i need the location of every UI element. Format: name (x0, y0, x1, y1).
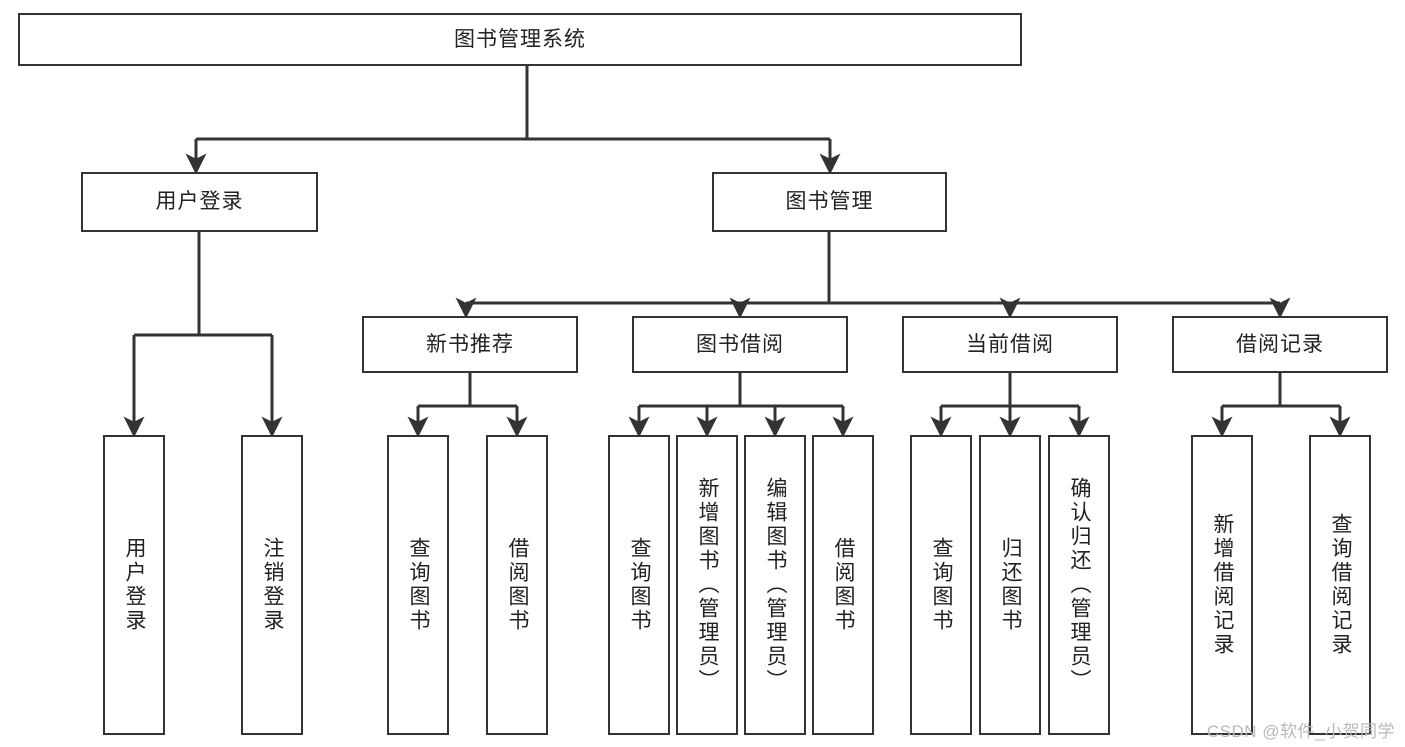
node-label: 图书管理系统 (454, 27, 586, 51)
node-label: 图书管理 (785, 190, 874, 214)
node-label: 用户登录 (123, 537, 147, 633)
node-book-management[interactable]: 图书管理 (712, 172, 947, 232)
leaf-user-login[interactable]: 用户登录 (103, 435, 165, 735)
leaf-logout[interactable]: 注销登录 (241, 435, 303, 735)
node-label: 查询图书 (628, 537, 652, 633)
node-label: 新增借阅记录 (1211, 513, 1235, 657)
leaf-newbook-query-book[interactable]: 查询图书 (387, 435, 449, 735)
leaf-borrow-add-book-admin[interactable]: 新增图书（管理员） (676, 435, 738, 735)
leaf-record-query-borrow-record[interactable]: 查询借阅记录 (1309, 435, 1371, 735)
node-root-book-management-system[interactable]: 图书管理系统 (18, 13, 1022, 66)
node-label: 新书推荐 (426, 332, 514, 356)
leaf-current-confirm-return-admin[interactable]: 确认归还（管理员） (1048, 435, 1110, 735)
node-label: 图书借阅 (696, 332, 784, 356)
leaf-record-add-borrow-record[interactable]: 新增借阅记录 (1191, 435, 1253, 735)
node-book-borrow[interactable]: 图书借阅 (632, 316, 848, 373)
csdn-watermark: CSDN @软件_小贺同学 (1206, 722, 1395, 741)
leaf-newbook-borrow-book[interactable]: 借阅图书 (486, 435, 548, 735)
leaf-borrow-borrow-book[interactable]: 借阅图书 (812, 435, 874, 735)
node-label: 注销登录 (261, 537, 285, 633)
node-label: 查询图书 (930, 537, 954, 633)
node-label: 借阅记录 (1236, 332, 1324, 356)
leaf-borrow-edit-book-admin[interactable]: 编辑图书（管理员） (744, 435, 806, 735)
node-borrow-record[interactable]: 借阅记录 (1172, 316, 1388, 373)
node-label: 确认归还（管理员） (1068, 477, 1092, 693)
leaf-current-return-book[interactable]: 归还图书 (979, 435, 1041, 735)
node-label: 归还图书 (999, 537, 1023, 633)
node-label: 借阅图书 (506, 537, 530, 633)
node-label: 当前借阅 (966, 332, 1054, 356)
node-label: 编辑图书（管理员） (764, 477, 788, 693)
node-label: 新增图书（管理员） (696, 477, 720, 693)
node-label: 用户登录 (155, 190, 244, 214)
node-user-login[interactable]: 用户登录 (81, 172, 318, 232)
leaf-borrow-query-book[interactable]: 查询图书 (608, 435, 670, 735)
node-label: 查询借阅记录 (1329, 513, 1353, 657)
node-current-borrow[interactable]: 当前借阅 (902, 316, 1118, 373)
node-new-book-recommend[interactable]: 新书推荐 (362, 316, 578, 373)
node-label: 查询图书 (407, 537, 431, 633)
node-label: 借阅图书 (832, 537, 856, 633)
leaf-current-query-book[interactable]: 查询图书 (910, 435, 972, 735)
